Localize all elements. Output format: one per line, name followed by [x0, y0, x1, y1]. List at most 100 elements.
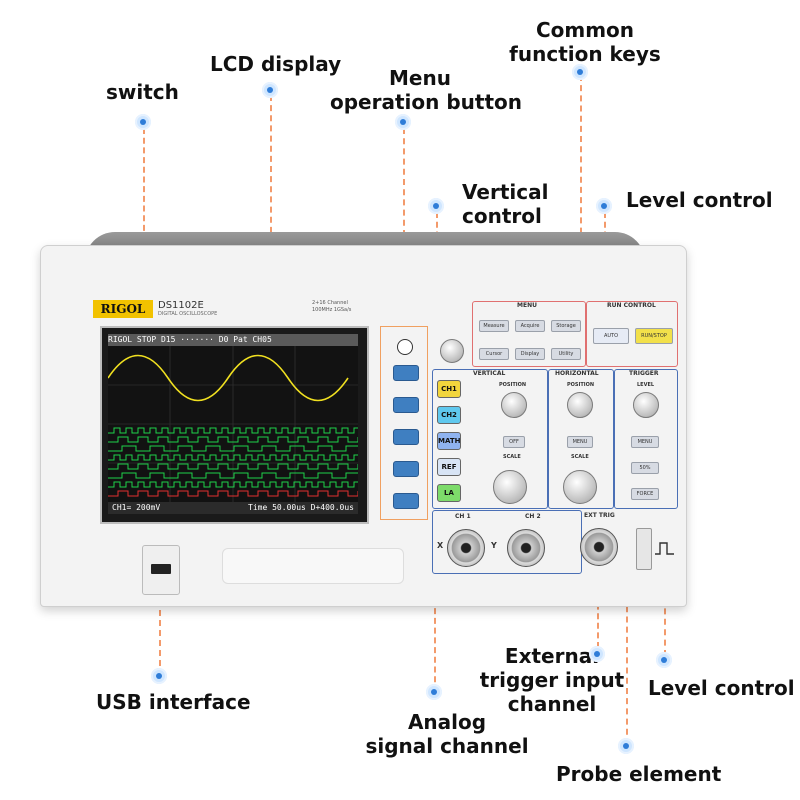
menu-section-label: MENU — [517, 302, 537, 309]
callout-dot-menu — [395, 114, 411, 130]
digital-trace-4 — [108, 454, 358, 461]
label-external-line1: External — [504, 644, 600, 668]
math-button[interactable]: MATH — [437, 432, 461, 450]
digital-trace-7 — [108, 481, 358, 488]
label-probe-element: Probe element — [556, 762, 722, 786]
y-label: Y — [491, 541, 497, 550]
spec-text: 2+16 Channel 100MHz 1GSa/s — [312, 300, 351, 314]
leader-usb — [159, 580, 161, 676]
label-level-control-bottom: Level control — [648, 676, 795, 700]
label-external-line2: trigger input — [479, 668, 625, 692]
front-slot — [222, 548, 404, 584]
storage-key[interactable]: Storage — [551, 320, 581, 332]
menu-operation-panel — [380, 326, 428, 520]
vertical-off-key[interactable]: OFF — [503, 436, 525, 448]
probe-compensation-terminal[interactable] — [636, 528, 652, 570]
x-label: X — [437, 541, 444, 550]
usb-port-icon — [151, 564, 171, 574]
lcd-screen: RIGOL STOP D15 ······· D0 Pat CH05 CH1= … — [108, 334, 358, 514]
label-vertical-control: Vertical control — [462, 180, 548, 228]
softkey-1[interactable] — [393, 365, 419, 381]
multipurpose-knob[interactable] — [440, 339, 464, 363]
leader-common — [580, 75, 582, 315]
usb-interface[interactable] — [142, 545, 180, 595]
label-common-function-keys: Common function keys — [500, 18, 670, 66]
horizontal-menu-key[interactable]: MENU — [567, 436, 593, 448]
ch2-bnc-connector[interactable] — [507, 529, 545, 567]
ext-trig-label: EXT TRIG — [584, 512, 615, 519]
label-analog-line1: Analog — [407, 710, 487, 734]
ch1-button[interactable]: CH1 — [437, 380, 461, 398]
horizontal-position-label: POSITION — [567, 382, 595, 388]
callout-dot-lcd — [262, 82, 278, 98]
label-vertical-line1: Vertical — [462, 180, 549, 204]
trigger-section-label: TRIGGER — [629, 370, 659, 377]
la-button[interactable]: LA — [437, 484, 461, 502]
label-analog-line2: signal channel — [365, 734, 529, 758]
label-analog-signal-channel: Analog signal channel — [362, 710, 532, 758]
screen-grid — [108, 346, 358, 502]
horizontal-position-knob[interactable] — [567, 392, 593, 418]
label-lcd-display: LCD display — [210, 52, 342, 76]
horizontal-section: HORIZONTAL POSITION MENU SCALE — [548, 369, 614, 509]
acquire-key[interactable]: Acquire — [515, 320, 545, 332]
screen-bottom-bar: CH1= 200mV Time 50.00us D+400.0us — [108, 502, 358, 514]
menu-key-group: MENU Measure Acquire Storage Cursor Disp… — [472, 301, 586, 367]
horizontal-scale-label: SCALE — [571, 454, 589, 460]
time-base-readout: Time 50.00us D+400.0us — [248, 503, 354, 512]
softkey-4[interactable] — [393, 461, 419, 477]
callout-dot-level-top — [596, 198, 612, 214]
horizontal-section-label: HORIZONTAL — [555, 370, 599, 377]
square-wave-icon — [655, 542, 674, 555]
utility-key[interactable]: Utility — [551, 348, 581, 360]
measure-key[interactable]: Measure — [479, 320, 509, 332]
digital-trace-3 — [108, 445, 358, 452]
trigger-level-knob[interactable] — [633, 392, 659, 418]
label-external-trigger: External trigger input channel — [472, 644, 632, 716]
softkey-3[interactable] — [393, 429, 419, 445]
vertical-section-label: VERTICAL — [473, 370, 506, 377]
digital-trace-1 — [108, 427, 358, 434]
menu-off-button[interactable] — [397, 339, 413, 355]
callout-dot-level-bottom — [656, 652, 672, 668]
trigger-section: TRIGGER LEVEL MENU 50% FORCE — [614, 369, 678, 509]
softkey-2[interactable] — [393, 397, 419, 413]
vertical-scale-label: SCALE — [503, 454, 521, 460]
label-level-control-top: Level control — [626, 188, 773, 212]
spec-line2: 100MHz 1GSa/s — [312, 307, 352, 313]
ext-trig-bnc-connector[interactable] — [580, 528, 618, 566]
model-number: DS1102E — [158, 300, 204, 311]
label-vertical-line2: control — [462, 204, 542, 228]
label-menu-operation-button: Menu operation button — [330, 66, 522, 114]
label-switch: switch — [106, 80, 179, 104]
model-subtitle: DIGITAL OSCILLOSCOPE — [158, 311, 218, 317]
label-common-line1: Common — [535, 18, 635, 42]
auto-key[interactable]: AUTO — [593, 328, 629, 344]
trigger-50-key[interactable]: 50% — [631, 462, 659, 474]
waveform-area — [108, 346, 358, 502]
ch1-bnc-connector[interactable] — [447, 529, 485, 567]
cursor-key[interactable]: Cursor — [479, 348, 509, 360]
ref-button[interactable]: REF — [437, 458, 461, 476]
leader-probe — [626, 545, 628, 745]
display-key[interactable]: Display — [515, 348, 545, 360]
trigger-menu-key[interactable]: MENU — [631, 436, 659, 448]
callout-dot-switch — [135, 114, 151, 130]
softkey-5[interactable] — [393, 493, 419, 509]
control-panel: MENU Measure Acquire Storage Cursor Disp… — [432, 297, 680, 509]
label-usb-interface: USB interface — [96, 690, 251, 714]
vertical-scale-knob[interactable] — [493, 470, 527, 504]
run-stop-key[interactable]: RUN/STOP — [635, 328, 673, 344]
run-control-label: RUN CONTROL — [607, 302, 656, 309]
trigger-force-key[interactable]: FORCE — [631, 488, 659, 500]
ch2-connector-label: CH 2 — [525, 513, 541, 520]
digital-trace-2 — [108, 436, 358, 443]
callout-dot-external — [589, 646, 605, 662]
vertical-position-knob[interactable] — [501, 392, 527, 418]
ch1-connector-label: CH 1 — [455, 513, 471, 520]
digital-trace-8 — [108, 490, 358, 497]
brand-logo: RIGOL — [93, 300, 153, 318]
ch2-button[interactable]: CH2 — [437, 406, 461, 424]
horizontal-scale-knob[interactable] — [563, 470, 597, 504]
